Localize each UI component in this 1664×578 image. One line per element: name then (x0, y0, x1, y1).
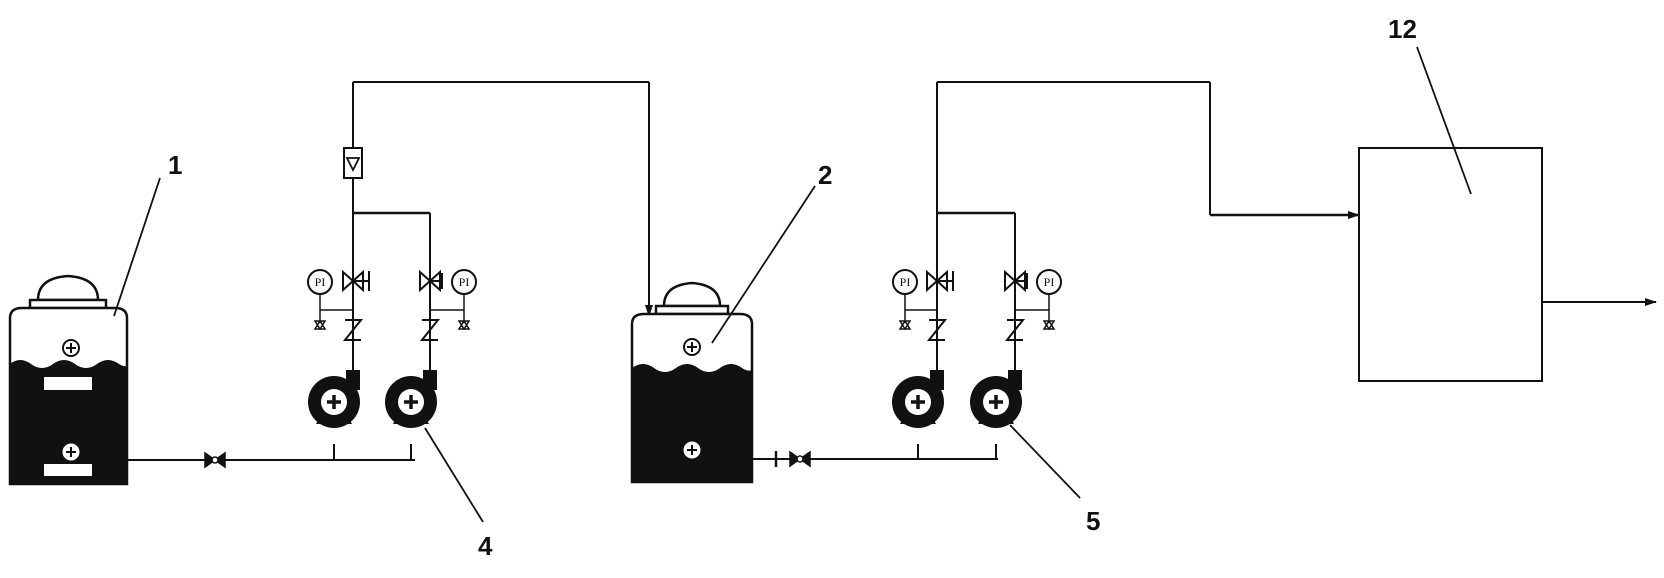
storage-tank-1 (8, 274, 129, 486)
label-4-leader (424, 427, 484, 523)
label-pump-group-1: 4 (478, 531, 493, 561)
gate-valve-icon (789, 451, 811, 467)
tank-1-vent-cap-icon (28, 274, 108, 310)
label-12-leader (1416, 46, 1472, 195)
pressure-gauge-icon: PI (307, 269, 353, 330)
pressure-gauge-icon: PI (1015, 269, 1062, 330)
gate-valve-icon (204, 452, 226, 468)
storage-tank-2 (630, 281, 754, 484)
svg-text:PI: PI (459, 275, 470, 289)
flowmeter-icon (343, 147, 363, 179)
label-5-leader (1009, 424, 1081, 499)
tank-2-bottom-port-icon (683, 441, 701, 459)
pressure-gauge-icon: PI (430, 269, 477, 330)
svg-text:PI: PI (1044, 275, 1055, 289)
centrifugal-pump-icon (968, 368, 1024, 430)
label-1-leader (113, 177, 161, 317)
gate-valve-icon (342, 270, 370, 292)
tank-2-top-port-icon (683, 338, 701, 356)
label-tank-2: 2 (818, 160, 832, 190)
centrifugal-pump-icon (890, 368, 946, 430)
label-tank-1: 1 (168, 150, 182, 180)
label-unit-12: 12 (1388, 14, 1417, 44)
pressure-gauge-icon: PI (892, 269, 937, 330)
tank-1-bottom-port-icon (62, 443, 80, 461)
centrifugal-pump-icon (383, 368, 439, 430)
label-2-leader (711, 185, 816, 344)
treatment-unit-12 (1358, 147, 1543, 382)
tank-2-vent-cap-icon (654, 281, 730, 316)
centrifugal-pump-icon (306, 368, 362, 430)
svg-text:PI: PI (900, 275, 911, 289)
gate-valve-icon (926, 270, 954, 292)
svg-text:PI: PI (315, 275, 326, 289)
label-pump-group-2: 5 (1086, 506, 1100, 536)
tank-1-top-port-icon (62, 339, 80, 357)
